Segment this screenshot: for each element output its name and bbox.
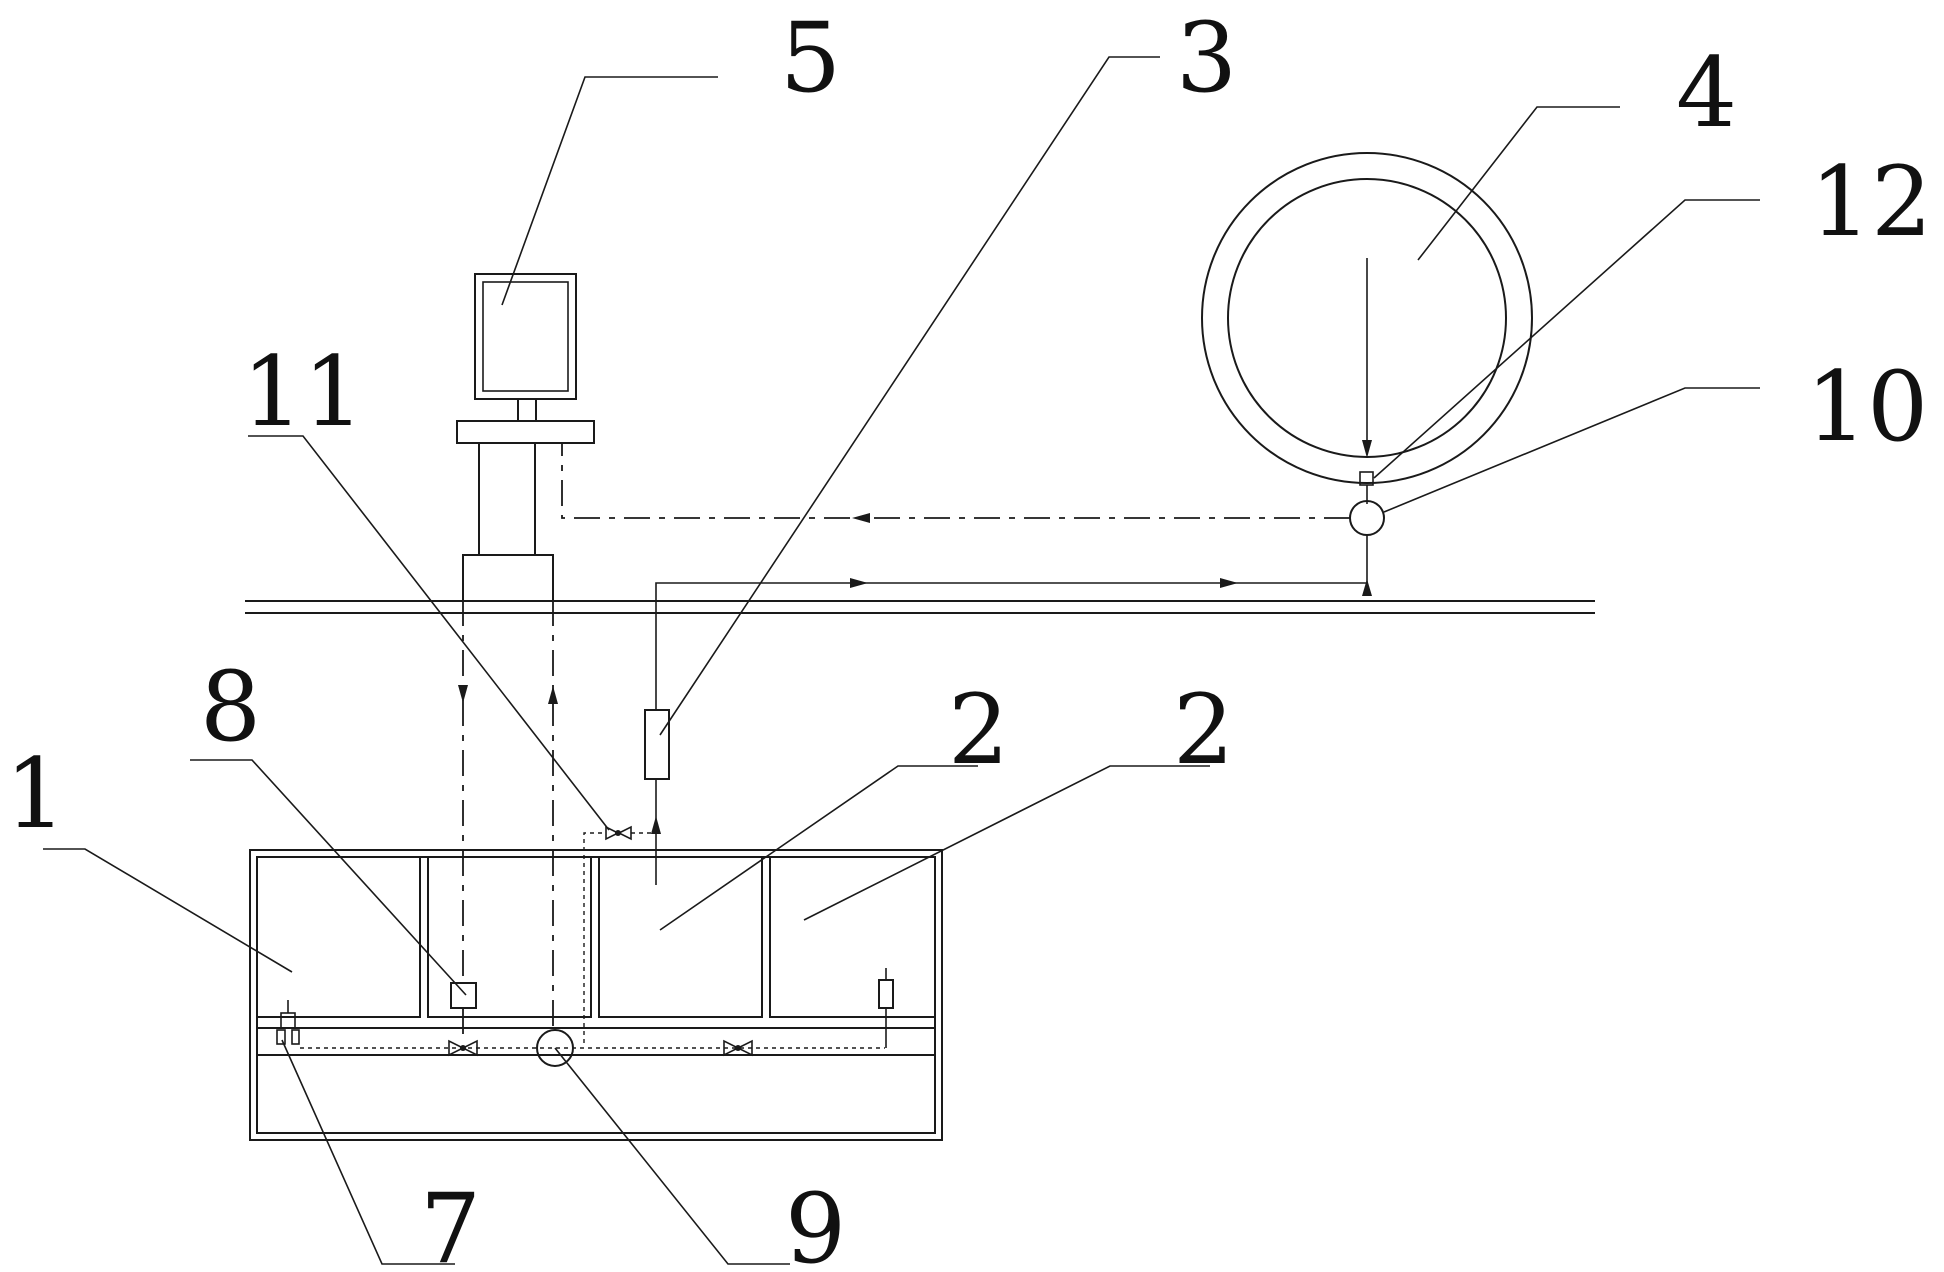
sensor-8 [450, 982, 477, 1009]
label-2a: 2 [948, 674, 1009, 786]
tank-inlet-arrow [1362, 440, 1372, 458]
pipe-filter-to-pump [655, 535, 1368, 710]
valve-channel-right [723, 1039, 753, 1057]
leader-11 [248, 435, 610, 831]
structure-outer [249, 849, 943, 1141]
level-gauge [878, 979, 894, 1009]
filter-inlet-arrow [651, 816, 661, 834]
valve-channel-left [448, 1039, 478, 1057]
leader-12 [1373, 199, 1760, 479]
structure-inner [256, 856, 936, 1134]
label-11: 11 [242, 336, 364, 448]
tank-structure [249, 849, 943, 1141]
label-12: 12 [1810, 146, 1932, 258]
label-10: 10 [1806, 351, 1928, 463]
signal-arrow-up [548, 686, 558, 704]
label-2b: 2 [1173, 674, 1234, 786]
compartment-1 [256, 856, 421, 1018]
compartment-2b [769, 856, 936, 1018]
leader-10 [1383, 387, 1760, 513]
leader-4 [1417, 106, 1620, 261]
label-8: 8 [200, 651, 261, 763]
sensor-7 [276, 1000, 300, 1045]
leader-2b [803, 765, 1210, 921]
computer-5 [456, 273, 595, 600]
label-7: 7 [420, 1173, 481, 1272]
leader-lines [43, 56, 1760, 1265]
leader-1 [43, 848, 293, 973]
leader-9 [554, 1047, 790, 1265]
signal-line-pump-to-controller [561, 443, 1350, 519]
monitor-inner [482, 281, 569, 392]
leader-2a [659, 765, 978, 931]
label-4: 4 [1676, 37, 1737, 149]
pipe-arrow-2 [1220, 578, 1238, 588]
bypass-line [583, 832, 606, 1043]
storage-tank-4 [1201, 152, 1533, 484]
tank-outer-circle [1201, 152, 1533, 484]
compartment-middle [427, 856, 592, 1018]
leader-5 [501, 76, 718, 306]
pipe-arrow-up [1362, 579, 1372, 596]
valve-11 [605, 825, 632, 841]
pump-10 [1349, 500, 1385, 536]
monitor-stand [517, 398, 537, 422]
monitor-base [456, 420, 595, 444]
signal-arrow-down [458, 685, 468, 703]
controller-body-right [534, 443, 554, 600]
leader-3 [659, 56, 1160, 736]
pipe-arrow-1 [850, 578, 868, 588]
leader-7 [281, 1039, 455, 1265]
pump-9 [536, 1029, 574, 1067]
label-9: 9 [785, 1173, 846, 1272]
leader-8 [190, 759, 467, 996]
controller-body-left [462, 443, 480, 600]
monitor-outer [474, 273, 577, 400]
label-5: 5 [780, 2, 841, 114]
compartment-2a [598, 856, 763, 1018]
filter-3 [644, 709, 670, 780]
signal-arrow-left [852, 513, 870, 523]
label-3: 3 [1176, 2, 1237, 114]
label-1: 1 [5, 738, 66, 850]
